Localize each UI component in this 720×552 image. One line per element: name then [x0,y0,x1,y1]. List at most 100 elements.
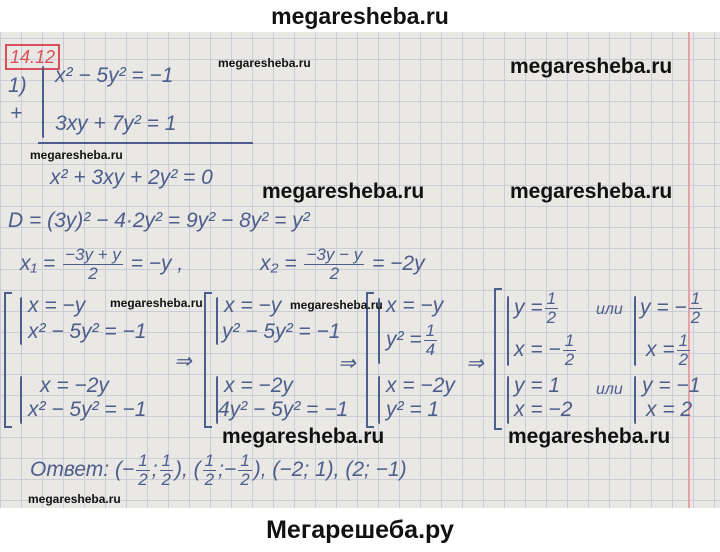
denominator: 2 [564,350,575,369]
or-word: или [596,381,623,398]
x1-denominator: 2 [88,264,98,283]
implies-arrow: ⇒ [174,350,192,373]
brace [20,297,22,345]
col3-a1: x = −y [386,294,444,317]
denominator: 2 [240,470,250,489]
col4-d1: y = −1 [642,374,701,397]
x2-result: = −2y [372,252,425,276]
plus-sign: + [10,102,23,125]
denominator: 2 [161,470,171,489]
col1-b2: x² − 5y² = −1 [28,398,147,421]
margin-line [688,32,690,508]
brace [634,376,636,424]
set-bracket-4 [494,288,502,430]
x2-numerator: −3y − y [304,245,365,265]
system-brace [42,66,44,138]
numerator: 1 [136,451,150,471]
equation-2: 3xy + 7y² = 1 [55,112,177,135]
col4-b2: x = −2 [514,398,573,421]
equation-1: x² − 5y² = −1 [55,64,174,87]
answer-pair-3: (−2; 1) [272,458,334,482]
brace [20,376,22,424]
denominator: 2 [690,308,701,327]
lhs: y = − [640,296,687,320]
brace [378,298,380,364]
col3-b1: x = −2y [386,374,455,397]
col2-a1: x = −y [224,294,282,317]
x2-denominator: 2 [329,264,340,283]
numerator: 1 [238,451,252,471]
set-bracket-1 [4,292,12,428]
numerator: 1 [676,331,691,351]
watermark-large: megaresheba.ru [510,180,673,203]
denominator: 2 [204,470,215,489]
numerator: 1 [544,289,559,309]
brace [507,376,509,424]
part-label: 1) [8,74,27,97]
col1-b1: x = −2y [40,374,109,397]
watermark-large: megaresheba.ru [262,180,425,203]
sign: − [223,458,237,482]
col2-a2: y² − 5y² = −1 [222,320,341,343]
watermark: megaresheba.ru [28,492,121,506]
brace [634,296,636,366]
brace [378,376,380,424]
problem-number: 14.12 [5,44,61,70]
col4-b1: y = 1 [514,374,561,397]
set-bracket-3 [366,292,374,428]
watermark-large: megaresheba.ru [510,55,673,78]
x1-label: x₁ = [20,252,56,276]
numerator: 1 [202,451,217,471]
answer-label: Ответ: [30,458,110,482]
brace [507,296,509,366]
brace [216,297,218,345]
set-bracket-2 [204,292,212,428]
x2-label: x₂ = [260,252,297,276]
numerator: 1 [562,331,577,351]
numerator: 1 [688,289,703,309]
lhs: x = − [514,338,561,362]
denominator: 2 [546,308,557,327]
watermark: megaresheba.ru [218,56,311,70]
denominator: 4 [425,340,436,359]
answer-pair-4: (2; −1) [345,458,407,482]
numerator: 1 [423,321,438,341]
col3-a2-lhs: y² = [386,328,422,352]
sign: − [121,458,135,482]
notebook-page [0,32,720,508]
col1-a1: x = −y [28,294,86,317]
col2-b1: x = −2y [224,374,293,397]
denominator: 2 [678,350,689,369]
site-header: megaresheba.ru [0,0,720,32]
or-word: или [596,301,623,318]
numerator: 1 [159,451,173,471]
col1-a2: x² − 5y² = −1 [28,320,147,343]
implies-arrow: ⇒ [338,352,356,375]
lhs: x = [646,338,675,362]
watermark-large: megaresheba.ru [222,425,385,448]
watermark-large: megaresheba.ru [508,425,671,448]
col4-d2: x = 2 [646,398,693,421]
implies-arrow: ⇒ [466,352,484,375]
x1-numerator: −3y + y [63,245,123,265]
sum-line [38,142,253,144]
watermark: megaresheba.ru [110,296,203,310]
